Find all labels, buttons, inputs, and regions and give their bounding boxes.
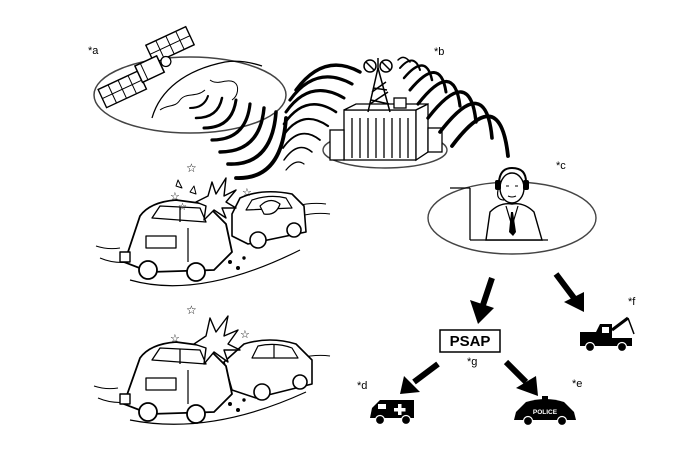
impact-burst-icon bbox=[195, 177, 237, 221]
operator-scene bbox=[427, 166, 597, 255]
car-crash-upper: ☆ ☆ ☆ ☆ bbox=[95, 161, 331, 287]
satellite-icon bbox=[97, 25, 196, 109]
svg-text:☆: ☆ bbox=[186, 161, 197, 175]
svg-text:☆: ☆ bbox=[240, 328, 250, 341]
psap-label: PSAP bbox=[450, 333, 491, 350]
radio-waves-uplink bbox=[281, 63, 362, 171]
label-a: *a bbox=[88, 45, 99, 57]
label-f: *f bbox=[628, 296, 636, 308]
arrow-to-police-icon bbox=[503, 359, 538, 396]
car-crash-lower: ☆ ☆ ☆ bbox=[93, 303, 331, 425]
satellite-earth-scene bbox=[93, 25, 287, 134]
arrows bbox=[400, 272, 584, 396]
cell-tower-scene bbox=[322, 58, 448, 169]
svg-text:☆: ☆ bbox=[178, 202, 187, 213]
svg-text:☆: ☆ bbox=[186, 303, 197, 317]
radio-waves-tower-right bbox=[397, 56, 510, 158]
label-d: *d bbox=[357, 380, 368, 392]
svg-text:☆: ☆ bbox=[170, 190, 180, 203]
earth-outline bbox=[151, 60, 263, 119]
label-b: *b bbox=[434, 46, 445, 58]
arrow-to-tow-icon bbox=[553, 272, 584, 312]
police-label: POLICE bbox=[533, 409, 558, 416]
tow-truck-icon bbox=[580, 316, 635, 353]
arrow-to-ambulance-icon bbox=[400, 361, 440, 394]
radio-waves-satellite bbox=[189, 95, 288, 180]
antenna-tower-icon bbox=[363, 58, 393, 113]
police-car-icon: POLICE bbox=[514, 396, 576, 427]
svg-text:☆: ☆ bbox=[242, 186, 252, 199]
psap-box: PSAP bbox=[439, 329, 501, 353]
label-c: *c bbox=[556, 160, 566, 172]
building bbox=[329, 97, 443, 162]
svg-text:☆: ☆ bbox=[170, 332, 180, 345]
arrow-to-psap-icon bbox=[470, 277, 495, 324]
earth-orbit-ellipse bbox=[93, 56, 287, 134]
label-e: *e bbox=[572, 378, 583, 390]
ambulance-icon bbox=[370, 400, 414, 426]
label-g: *g bbox=[467, 356, 478, 368]
